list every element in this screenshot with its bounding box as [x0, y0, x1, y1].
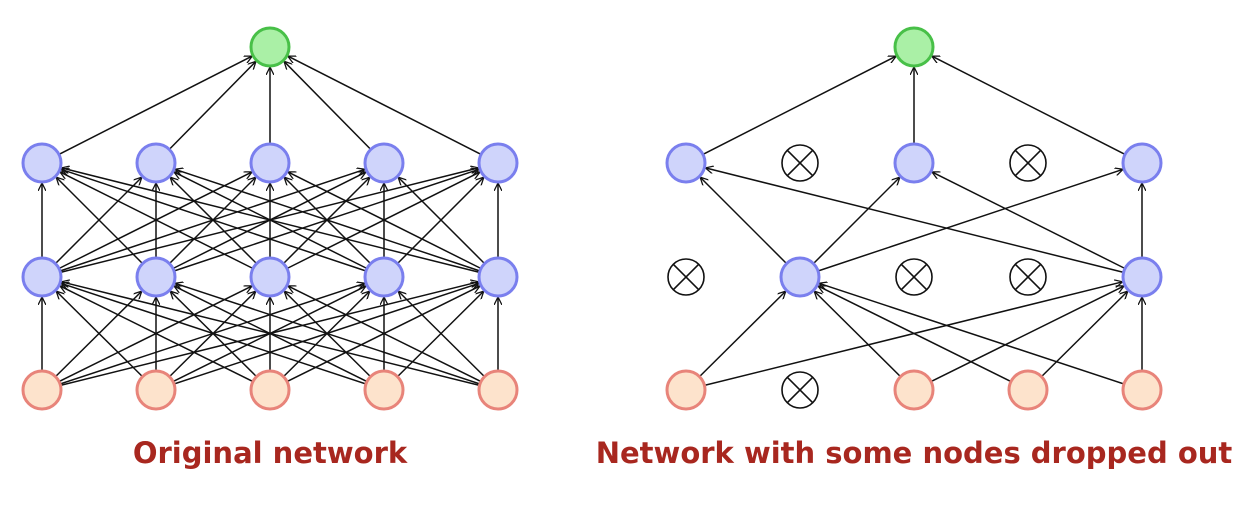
connection-arrow: [60, 285, 254, 383]
connection-arrow: [60, 171, 254, 270]
hidden-node: [893, 142, 935, 184]
connection-arrow: [817, 169, 1123, 272]
connection-arrow: [398, 177, 486, 265]
dropped-node-icon: [781, 144, 819, 182]
input-node: [1007, 369, 1049, 411]
hidden-node: [1121, 256, 1163, 298]
connection-arrow: [284, 61, 372, 150]
hidden-node: [477, 256, 519, 298]
hidden-node: [249, 142, 291, 184]
input-node: [363, 369, 405, 411]
hidden-node: [135, 142, 177, 184]
connection-arrow: [814, 291, 902, 378]
hidden-node: [135, 256, 177, 298]
input-node: [135, 369, 177, 411]
connection-arrow: [698, 291, 786, 378]
connection-arrow: [288, 171, 482, 270]
input-node: [893, 369, 935, 411]
connection-arrow: [818, 285, 1012, 383]
connection-arrow: [61, 169, 367, 272]
connection-arrow: [812, 177, 900, 265]
nodes: [21, 26, 519, 411]
dropped-node-icon: [1009, 258, 1047, 296]
original-network-caption: Original network: [132, 436, 408, 470]
hidden-node: [477, 142, 519, 184]
input-node: [665, 369, 707, 411]
hidden-node: [21, 256, 63, 298]
connection-arrow: [930, 285, 1124, 383]
connection-arrow: [1040, 291, 1128, 378]
dropped-node-icon: [1009, 144, 1047, 182]
input-node: [21, 369, 63, 411]
output-node: [893, 26, 935, 68]
connection-arrow: [58, 55, 252, 156]
dropout-network: [665, 26, 1163, 411]
connection-arrow: [56, 291, 144, 378]
connection-arrow: [288, 285, 482, 383]
output-node: [249, 26, 291, 68]
connection-arrow: [700, 177, 788, 265]
connection-arrow: [61, 282, 480, 387]
hidden-node: [665, 142, 707, 184]
connection-arrow: [288, 55, 482, 156]
input-node: [1121, 369, 1163, 411]
input-node: [477, 369, 519, 411]
connection-arrow: [175, 169, 481, 272]
connection-arrow: [61, 283, 367, 385]
hidden-node: [249, 256, 291, 298]
dropout-network-caption: Network with some nodes dropped out: [595, 436, 1233, 470]
nodes: [665, 26, 1163, 411]
hidden-node: [1121, 142, 1163, 184]
hidden-node: [363, 142, 405, 184]
dropped-node-icon: [667, 258, 705, 296]
connection-arrow: [175, 283, 481, 385]
connection-arrow: [702, 55, 896, 156]
connection-arrow: [932, 171, 1126, 270]
dropped-node-icon: [781, 371, 819, 409]
input-node: [249, 369, 291, 411]
hidden-node: [363, 256, 405, 298]
original-network: [21, 26, 519, 411]
connection-arrow: [705, 168, 1124, 274]
connection-arrow: [168, 61, 256, 150]
connection-arrow: [398, 291, 486, 378]
connection-arrow: [932, 55, 1126, 156]
connection-arrow: [56, 177, 144, 265]
hidden-node: [21, 142, 63, 184]
edges: [698, 55, 1143, 387]
connection-arrow: [61, 168, 480, 274]
dropped-node-icon: [895, 258, 933, 296]
connection-arrow: [819, 283, 1125, 385]
edges: [42, 55, 498, 387]
hidden-node: [779, 256, 821, 298]
